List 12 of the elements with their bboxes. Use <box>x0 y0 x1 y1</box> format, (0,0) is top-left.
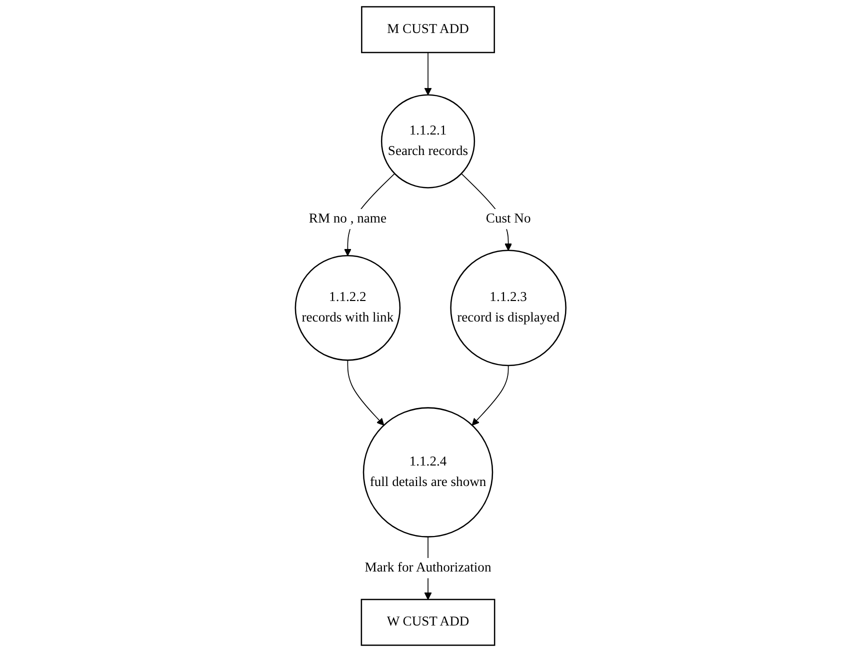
node-box: W CUST ADD <box>360 598 496 646</box>
node-circle: 1.1.2.1 Search records <box>380 94 475 188</box>
node-circle: 1.1.2.4 full details are shown <box>362 407 493 538</box>
edge-label: RM no , name <box>308 211 386 226</box>
node-box: M CUST ADD <box>360 6 495 54</box>
node-circle: 1.1.2.2 records with link <box>294 255 400 361</box>
arrow <box>347 360 384 426</box>
edge-label: Cust No <box>486 211 531 226</box>
edge-label: Mark for Authorization <box>364 560 492 575</box>
node-circle: 1.1.2.3 record is displayed <box>450 250 566 366</box>
arrow <box>472 365 509 426</box>
arrow <box>424 52 432 96</box>
